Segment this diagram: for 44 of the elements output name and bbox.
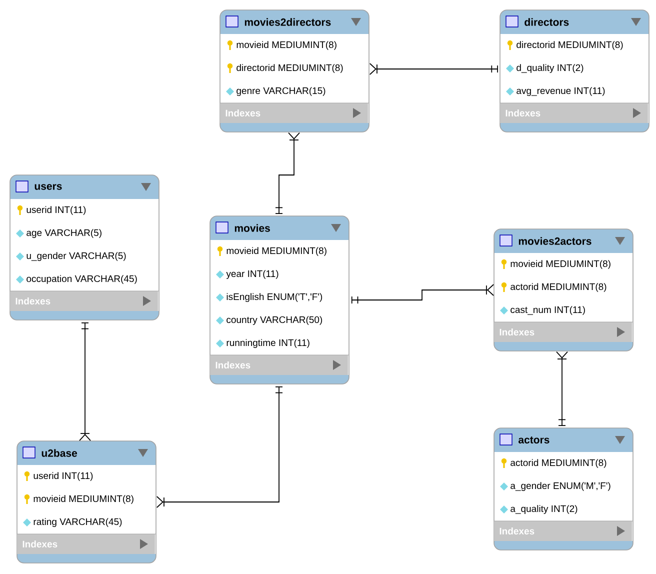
column-name: isEnglish ENUM('T','F')	[226, 293, 322, 302]
relationship-line	[556, 351, 568, 426]
column-name: directorid MEDIUMINT(8)	[516, 41, 623, 50]
table-title: directors	[524, 18, 569, 26]
column-name: occupation VARCHAR(45)	[26, 275, 137, 284]
relationship-line	[369, 63, 498, 75]
column-name: runningtime INT(11)	[226, 339, 310, 348]
column-name: movieid MEDIUMINT(8)	[34, 495, 134, 504]
column-name: actorid MEDIUMINT(8)	[510, 283, 606, 292]
column-name: movieid MEDIUMINT(8)	[510, 260, 610, 269]
column-name: year INT(11)	[226, 270, 278, 279]
column-name: genre VARCHAR(15)	[236, 87, 326, 96]
relationship-line	[351, 284, 494, 304]
table-title: actors	[518, 436, 550, 444]
table-title: movies2actors	[518, 237, 592, 245]
indexes-bar: Indexes	[10, 290, 160, 311]
column-name: rating VARCHAR(45)	[34, 518, 122, 527]
column-name: cast_num INT(11)	[510, 306, 585, 315]
column-name: a_quality INT(2)	[510, 505, 578, 514]
indexes-bar: Indexes	[210, 354, 350, 375]
column-name: d_quality INT(2)	[516, 64, 584, 73]
column-name: age VARCHAR(5)	[26, 229, 102, 238]
column-name: movieid MEDIUMINT(8)	[236, 41, 336, 50]
indexes-bar: Indexes	[494, 322, 634, 342]
column-name: userid INT(11)	[26, 206, 86, 215]
table-title: movies2directors	[244, 18, 331, 26]
column-name: directorid MEDIUMINT(8)	[236, 64, 343, 73]
table-title: movies	[234, 224, 270, 232]
indexes-bar: Indexes	[494, 520, 634, 541]
column-name: userid INT(11)	[34, 472, 93, 481]
column-name: avg_revenue INT(11)	[516, 87, 605, 96]
relationship-line	[275, 132, 300, 214]
indexes-bar: Indexes	[500, 102, 650, 123]
relationship-line	[79, 322, 91, 441]
column-name: movieid MEDIUMINT(8)	[226, 247, 326, 256]
indexes-bar: Indexes	[220, 102, 370, 123]
table-title: u2base	[42, 449, 78, 457]
column-name: country VARCHAR(50)	[226, 316, 322, 325]
column-name: a_gender ENUM('M','F')	[510, 482, 610, 491]
column-name: u_gender VARCHAR(5)	[26, 252, 126, 261]
relationship-line	[156, 386, 283, 508]
indexes-bar: Indexes	[16, 534, 156, 554]
table-title: users	[34, 184, 62, 190]
column-name: actorid MEDIUMINT(8)	[510, 459, 606, 468]
